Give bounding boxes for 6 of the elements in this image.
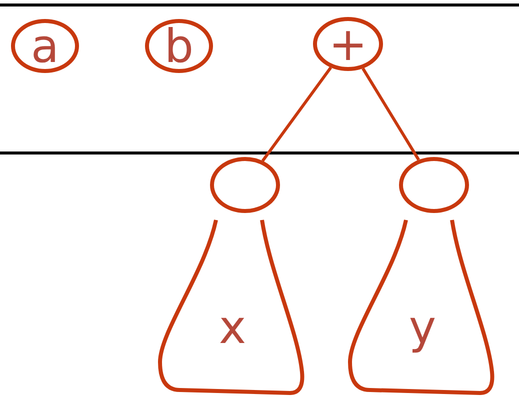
node-label: + <box>328 21 368 67</box>
node-label: b <box>164 23 194 69</box>
connector-line <box>362 68 420 161</box>
node-label: a <box>30 23 60 69</box>
connector-line <box>261 66 332 162</box>
node-label: x <box>218 304 246 350</box>
